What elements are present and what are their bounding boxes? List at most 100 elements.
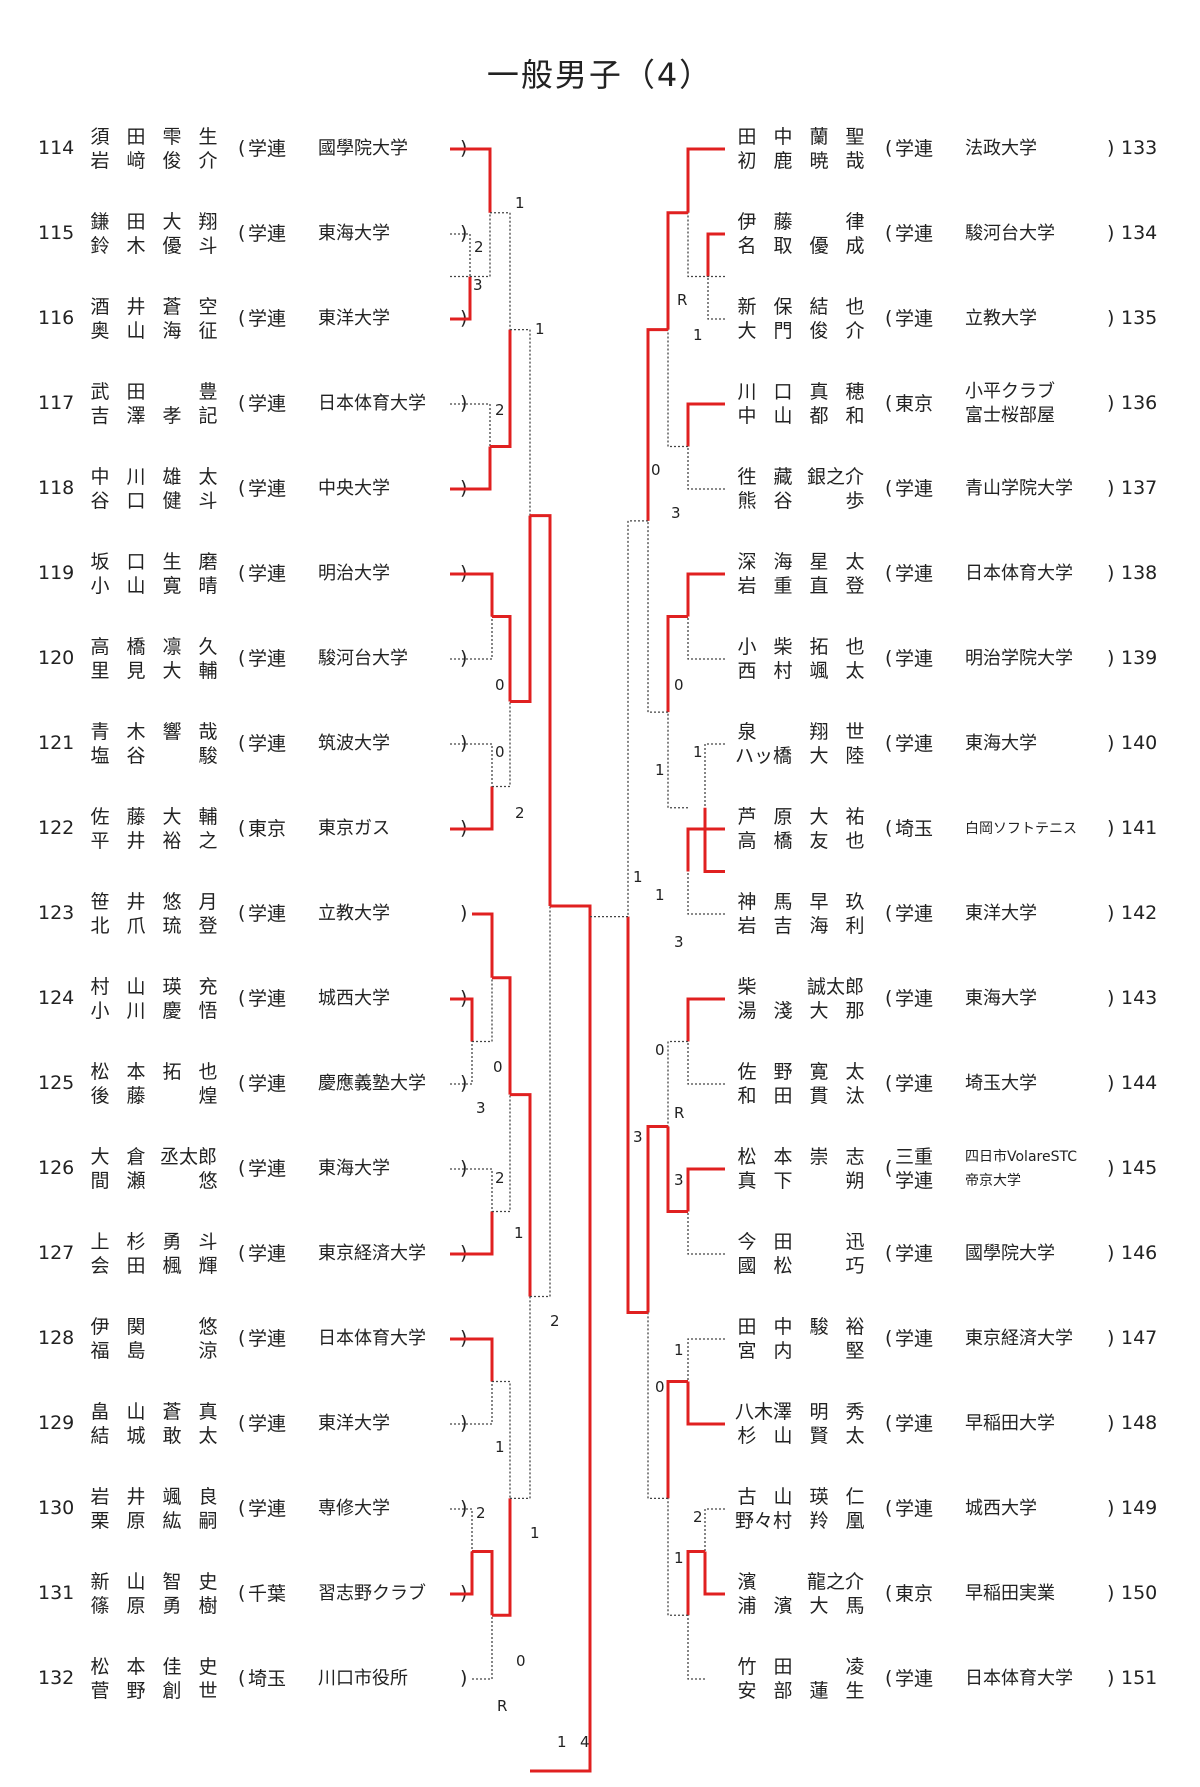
name-char: 大 <box>162 806 182 828</box>
player-entry: 濱龍之介浦濱大馬(東京早稲田実業)150 <box>735 1570 1200 1618</box>
prefecture: 学連 <box>895 1667 933 1691</box>
name-char: 藏 <box>773 466 793 488</box>
name-char: 太 <box>845 660 865 682</box>
close-paren: ) <box>1107 1242 1115 1264</box>
name-char: 真 <box>809 381 829 403</box>
bracket-line <box>687 446 725 490</box>
name-char: 煌 <box>198 1085 218 1107</box>
name-char: 勇 <box>162 1231 182 1253</box>
name-char: 大 <box>162 660 182 682</box>
name-char: 藤 <box>773 211 793 233</box>
open-paren: ( <box>885 477 893 499</box>
prefecture: 学連 <box>248 902 286 926</box>
prefecture: 学連 <box>248 1242 286 1266</box>
name-char: 澤 <box>126 405 146 427</box>
name-char: 祐 <box>845 806 865 828</box>
name-char: 新 <box>90 1571 110 1593</box>
name-char: 楓 <box>162 1255 182 1277</box>
open-paren: ( <box>885 137 893 159</box>
name-char: 悟 <box>198 1000 218 1022</box>
entry-number: 147 <box>1121 1327 1158 1349</box>
prefecture: 学連 <box>248 562 286 586</box>
name-char: 充 <box>198 976 218 998</box>
close-paren: ) <box>460 647 468 669</box>
match-score: 1 <box>655 761 665 779</box>
name-char: 太 <box>845 551 865 573</box>
team-line: 習志野クラブ <box>318 1583 426 1604</box>
prefecture: 埼玉 <box>895 817 933 841</box>
team-line: 日本体育大学 <box>318 393 426 414</box>
name-char: 真 <box>737 1170 757 1192</box>
bracket-line <box>703 807 725 873</box>
bracket-line <box>450 276 472 321</box>
name-char: 早 <box>809 891 829 913</box>
name-char: 仁 <box>845 1486 865 1508</box>
name-char: 駿 <box>809 1316 829 1338</box>
team-name: 東洋大学 <box>318 1412 390 1436</box>
name-char: 原 <box>773 806 793 828</box>
team-name: 東京経済大学 <box>318 1242 426 1266</box>
name-char: 保 <box>773 296 793 318</box>
open-paren: ( <box>238 1667 246 1689</box>
name-char: 明 <box>809 1401 829 1423</box>
prefecture: 学連 <box>248 1412 286 1436</box>
prefecture: 学連 <box>248 987 286 1011</box>
entry-number: 132 <box>38 1667 75 1689</box>
close-paren: ) <box>1107 732 1115 754</box>
team-name: 東海大学 <box>318 222 390 246</box>
close-paren: ) <box>460 902 468 924</box>
name-char: 海 <box>773 551 793 573</box>
name-char: 太 <box>198 1425 218 1447</box>
prefecture-line: 三重 <box>895 1146 934 1168</box>
name-char: 小 <box>90 575 110 597</box>
close-paren: ) <box>1107 1327 1115 1349</box>
name-char: 山 <box>773 405 793 427</box>
prefecture: 学連 <box>248 137 286 161</box>
match-score: 1 <box>693 326 703 344</box>
team-line: 駿河台大学 <box>965 223 1055 244</box>
match-score: 3 <box>473 276 483 294</box>
entry-number: 149 <box>1121 1497 1158 1519</box>
prefecture-line: 学連 <box>895 223 934 245</box>
name-char: 菅 <box>90 1680 110 1702</box>
entry-number: 146 <box>1121 1242 1158 1264</box>
name-char: 暁 <box>809 150 829 172</box>
prefecture: 埼玉 <box>248 1667 286 1691</box>
name-char: 健 <box>162 490 182 512</box>
open-paren: ( <box>238 477 246 499</box>
open-paren: ( <box>885 307 893 329</box>
bracket-line <box>707 276 725 320</box>
match-score: 0 <box>495 676 505 694</box>
prefecture: 東京 <box>895 1582 933 1606</box>
name-char: 貫 <box>809 1085 829 1107</box>
name-char: 藤 <box>126 806 146 828</box>
team-name: 東海大学 <box>318 1157 390 1181</box>
entry-number: 134 <box>1121 222 1158 244</box>
name-char: 創 <box>162 1680 182 1702</box>
open-paren: ( <box>885 1582 893 1604</box>
team-name: 明治学院大学 <box>965 647 1073 671</box>
prefecture: 学連 <box>248 307 286 331</box>
name-char: 伊 <box>737 211 757 233</box>
name-char: 鈴 <box>90 235 110 257</box>
prefecture: 学連 <box>895 987 933 1011</box>
name-char: 武 <box>90 381 110 403</box>
name-char: 上 <box>90 1231 110 1253</box>
open-paren: ( <box>238 222 246 244</box>
entry-number: 138 <box>1121 562 1158 584</box>
prefecture: 学連 <box>248 1497 286 1521</box>
name-char: 誠太郎 <box>807 976 865 998</box>
name-char: 也 <box>845 636 865 658</box>
name-char: 岩 <box>90 150 110 172</box>
name-char: 世 <box>845 721 865 743</box>
bracket-line <box>450 1211 494 1256</box>
name-char: 記 <box>198 405 218 427</box>
prefecture-line: 学連 <box>895 648 934 670</box>
name-char: 凛 <box>162 636 182 658</box>
team-line: 専修大学 <box>318 1498 390 1519</box>
prefecture: 学連 <box>895 1327 933 1351</box>
